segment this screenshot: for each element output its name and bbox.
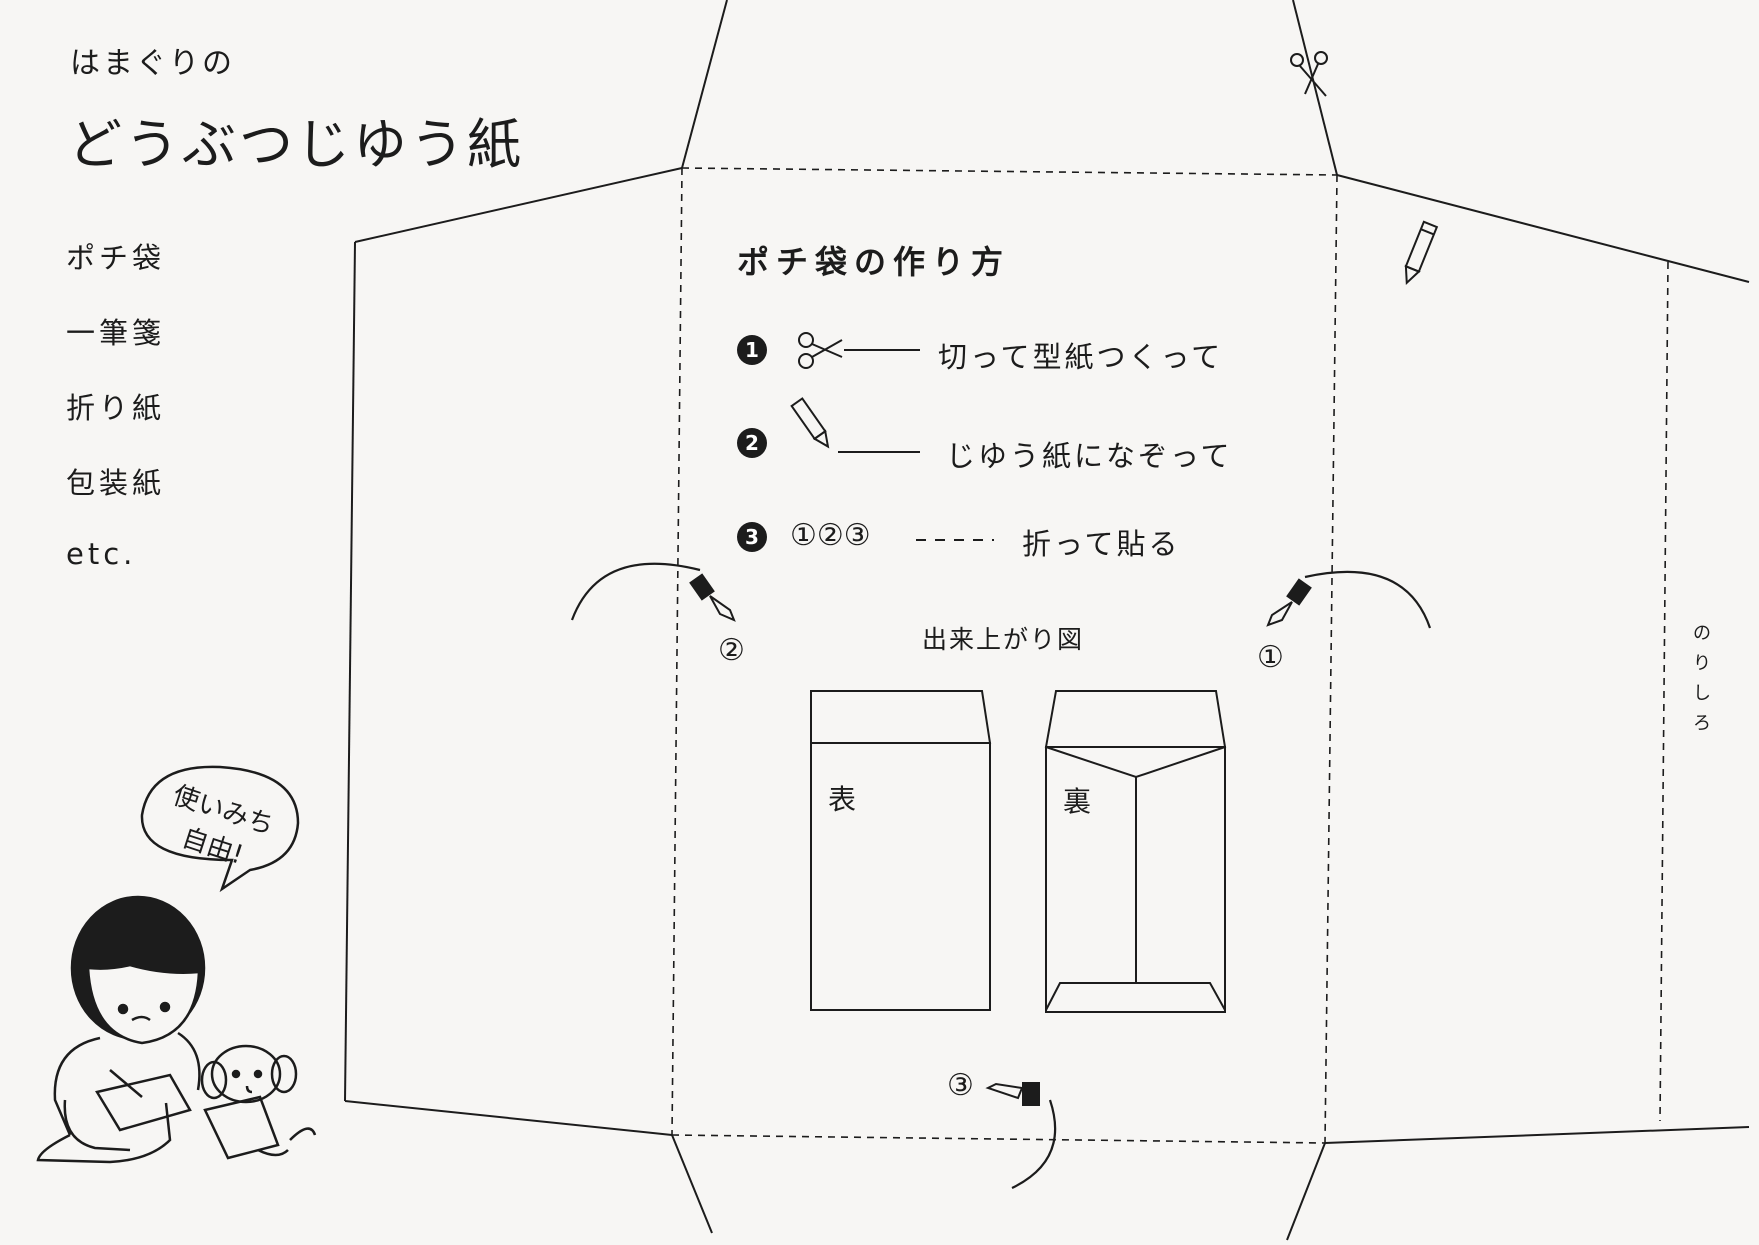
pencil-icon [790,397,920,453]
use-item-etc: etc. [66,537,137,571]
step-text: 切って型紙つくって [938,340,1224,374]
fold-mark-3: ③ [947,1068,974,1103]
fold-mark-2: ② [718,633,745,668]
glue-tab-label: り [1693,653,1711,674]
use-item-wrapping-paper: 包装紙 [66,466,166,500]
glue-tab-label: の [1693,623,1711,644]
front-label: 表 [828,783,857,816]
use-item-pochibukuro: ポチ袋 [66,241,166,275]
fold-order-marks: ①②③ [790,518,871,553]
step-number: 1 [737,335,767,365]
child-illustration [36,895,206,1164]
pencil-icon [1404,220,1439,286]
use-item-origami: 折り紙 [66,391,166,425]
glue-tab-label: し [1693,683,1711,704]
fold-mark-1: ① [1257,640,1284,675]
glue-tab-label: ろ [1693,713,1711,734]
use-item-ippitsusen: 一筆箋 [66,316,166,350]
scissors-icon [798,332,920,369]
finished-diagram-label: 出来上がり図 [922,625,1085,654]
step-text: 折って貼る [1022,527,1181,561]
back-label: 裏 [1063,785,1092,818]
step-text: じゆう紙になぞって [946,439,1233,473]
scissors-icon [1290,51,1328,97]
pointing-hand-icon [985,1082,1040,1106]
step-number: 3 [737,522,767,552]
pointing-hand-icon [689,573,736,622]
step-number: 2 [737,428,767,458]
pointing-hand-icon [1266,578,1312,627]
dog-illustration [200,1044,317,1160]
brand-subtitle: はまぐりの [70,46,235,81]
speech-bubble [140,765,300,893]
brand-title: どうぶつじゆう紙 [68,113,524,176]
howto-title: ポチ袋の作り方 [737,243,1011,281]
